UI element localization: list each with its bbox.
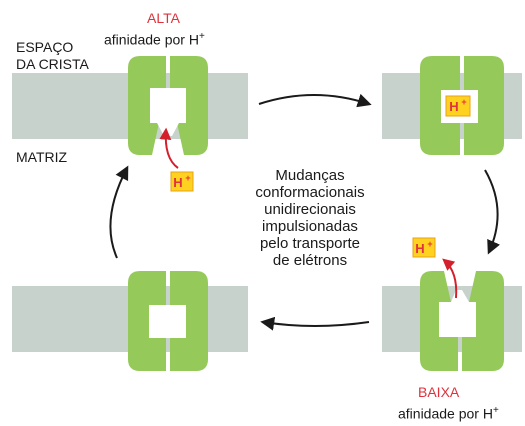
cycle-arrow-right [484, 169, 500, 255]
center-caption: Mudanças conformacionais unidirecionais … [244, 167, 376, 269]
red-arrow-into-site [159, 127, 179, 169]
caption-line-4: impulsionadas [262, 218, 358, 235]
label-baixa-affinity: afinidade por H+ [398, 405, 499, 422]
caption-line-3: unidirecionais [264, 201, 356, 218]
label-matriz: MATRIZ [16, 149, 68, 165]
caption-line-6: de elétrons [272, 252, 348, 269]
cycle-arrow-bottom [260, 316, 370, 331]
svg-text:+: + [461, 97, 466, 107]
svg-text:H: H [449, 99, 458, 114]
caption-line-5: pelo transporte [259, 235, 361, 252]
caption-line-1: Mudanças [275, 167, 345, 184]
proton-box-released: H + [412, 237, 436, 258]
caption-line-2: conformacionais [255, 184, 365, 201]
cycle-arrow-top [258, 93, 372, 108]
svg-text:+: + [427, 239, 432, 249]
proton-box-bound: H + [445, 95, 471, 117]
label-alta: ALTA [147, 10, 180, 26]
protein-low-affinity [420, 271, 504, 371]
svg-text:+: + [185, 173, 190, 183]
svg-text:H: H [415, 241, 424, 256]
cycle-arrow-left [109, 165, 129, 259]
proton-box-entering: H + [170, 171, 194, 192]
red-arrow-out-of-site [442, 258, 458, 299]
protein-closed-empty [128, 271, 208, 371]
label-baixa: BAIXA [418, 384, 460, 400]
svg-text:H: H [173, 175, 182, 190]
protein-high-affinity [128, 56, 208, 155]
label-da-crista: DA CRISTA [16, 56, 89, 72]
label-espaco: ESPAÇO [16, 39, 74, 55]
label-alta-affinity: afinidade por H+ [104, 31, 205, 48]
